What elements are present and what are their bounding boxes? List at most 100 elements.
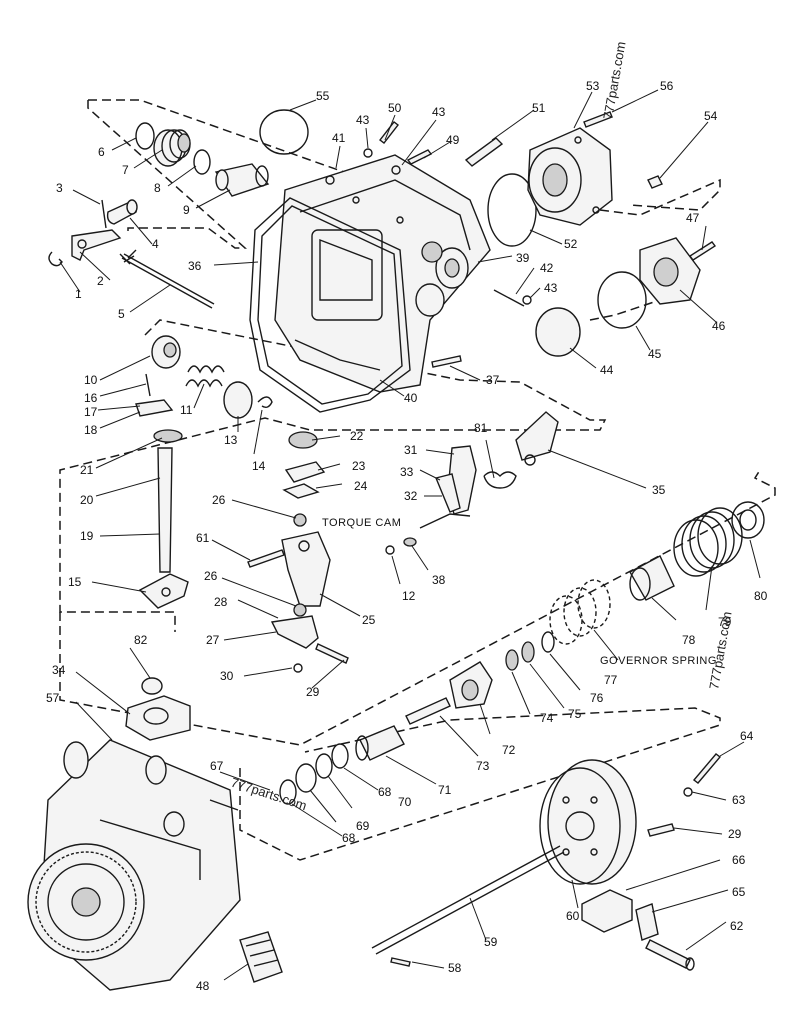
- left-middle-parts: [135, 335, 273, 609]
- control-rod: [157, 447, 173, 573]
- washer-80: [731, 501, 765, 539]
- callout-37: 37: [486, 373, 500, 387]
- callout-44: 44: [600, 363, 614, 377]
- callout-56: 56: [660, 79, 674, 93]
- callout-54: 54: [704, 109, 718, 123]
- caption-governor-spring: GOVERNOR SPRING: [600, 655, 717, 667]
- callout-13: 13: [224, 433, 238, 447]
- bolt-50: [379, 121, 399, 144]
- spring-81: [483, 471, 517, 489]
- callout-52: 52: [564, 237, 578, 251]
- callout-20: 20: [80, 493, 94, 507]
- o-ring-45: [597, 271, 647, 329]
- callout-numbers: 1 2 3 4 5 6 7 8 9 10 11 12 13 14 15 16 1…: [46, 79, 768, 993]
- lever-27: [270, 615, 319, 649]
- governor-shaft-73: [405, 697, 451, 725]
- washer-70: [331, 743, 349, 769]
- callout-80: 80: [754, 589, 768, 603]
- group-outline-governor: [59, 469, 776, 746]
- callout-12: 12: [402, 589, 416, 603]
- callout-76: 76: [590, 691, 604, 705]
- block-65: [581, 889, 633, 933]
- governor-lever-parts: [385, 411, 559, 555]
- callout-59: 59: [484, 935, 498, 949]
- callout-65: 65: [732, 885, 746, 899]
- group-outline-rear: [589, 299, 661, 321]
- callout-82: 82: [134, 633, 148, 647]
- bracket-18: [135, 399, 174, 417]
- o-ring-52: [487, 173, 537, 247]
- callout-64: 64: [740, 729, 754, 743]
- callout-41: 41: [332, 131, 346, 145]
- upper-mount-parts: [125, 677, 191, 741]
- callout-69: 69: [356, 819, 370, 833]
- ring-22: [288, 431, 318, 449]
- governor-spring: [549, 579, 611, 645]
- throttle-shaft: [121, 257, 213, 309]
- cup-78: [629, 555, 675, 601]
- large-o-ring: [259, 109, 309, 155]
- filter-48: [239, 931, 283, 983]
- group-outline-cover: [599, 178, 721, 216]
- end-cover: [527, 127, 613, 226]
- housing-gasket: [249, 197, 411, 413]
- lever-35: [515, 411, 559, 461]
- callout-7: 7: [122, 163, 129, 177]
- pump-housing: [274, 154, 491, 393]
- clip-30: [293, 663, 303, 673]
- callout-81: 81: [474, 421, 488, 435]
- spring-11: [187, 365, 225, 374]
- callout-43c: 43: [544, 281, 558, 295]
- watermark-mid-right: 777parts.com: [706, 610, 734, 690]
- callout-67: 67: [210, 759, 224, 773]
- callout-62: 62: [730, 919, 744, 933]
- retaining-clip: [48, 251, 63, 267]
- callout-43b: 43: [432, 105, 446, 119]
- ball-26: [293, 513, 307, 527]
- callout-14: 14: [252, 459, 266, 473]
- callout-60: 60: [566, 909, 580, 923]
- end-cap: [639, 237, 701, 305]
- callout-51: 51: [532, 101, 546, 115]
- seal-ring: [193, 149, 211, 175]
- callout-57: 57: [46, 691, 60, 705]
- collar-13: [223, 381, 253, 419]
- callout-15: 15: [68, 575, 82, 589]
- callout-58: 58: [448, 961, 462, 975]
- lever-33: [435, 473, 461, 513]
- callout-16: 16: [84, 391, 98, 405]
- callout-1: 1: [75, 287, 82, 301]
- callout-24: 24: [354, 479, 368, 493]
- washer-75: [521, 641, 535, 663]
- o-ring-small: [135, 122, 155, 150]
- callout-23: 23: [352, 459, 366, 473]
- callout-42: 42: [540, 261, 554, 275]
- callout-40: 40: [404, 391, 418, 405]
- callout-10: 10: [84, 373, 98, 387]
- callout-49: 49: [446, 133, 460, 147]
- shaft-spring: [119, 249, 137, 265]
- ring-76: [541, 631, 555, 653]
- callout-70: 70: [398, 795, 412, 809]
- callout-73: 73: [476, 759, 490, 773]
- spring-79: [673, 507, 743, 577]
- callout-28: 28: [214, 595, 228, 609]
- cam-base-24: [282, 483, 320, 499]
- leader-lines: [59, 89, 761, 981]
- cap-82: [141, 677, 163, 695]
- base-bracket-15: [138, 573, 189, 609]
- callout-31: 31: [404, 443, 418, 457]
- callout-45: 45: [648, 347, 662, 361]
- cover-disc: [535, 307, 581, 357]
- carrier-71: [359, 725, 405, 761]
- callout-68a: 68: [378, 785, 392, 799]
- callout-27: 27: [206, 633, 220, 647]
- governor-assembly: [279, 501, 765, 805]
- callout-29a: 29: [306, 685, 320, 699]
- callout-11: 11: [180, 403, 193, 417]
- callout-32: 32: [404, 489, 418, 503]
- callout-55: 55: [316, 89, 330, 103]
- callout-18: 18: [84, 423, 98, 437]
- callout-63: 63: [732, 793, 746, 807]
- torque-cam-23: [284, 461, 326, 483]
